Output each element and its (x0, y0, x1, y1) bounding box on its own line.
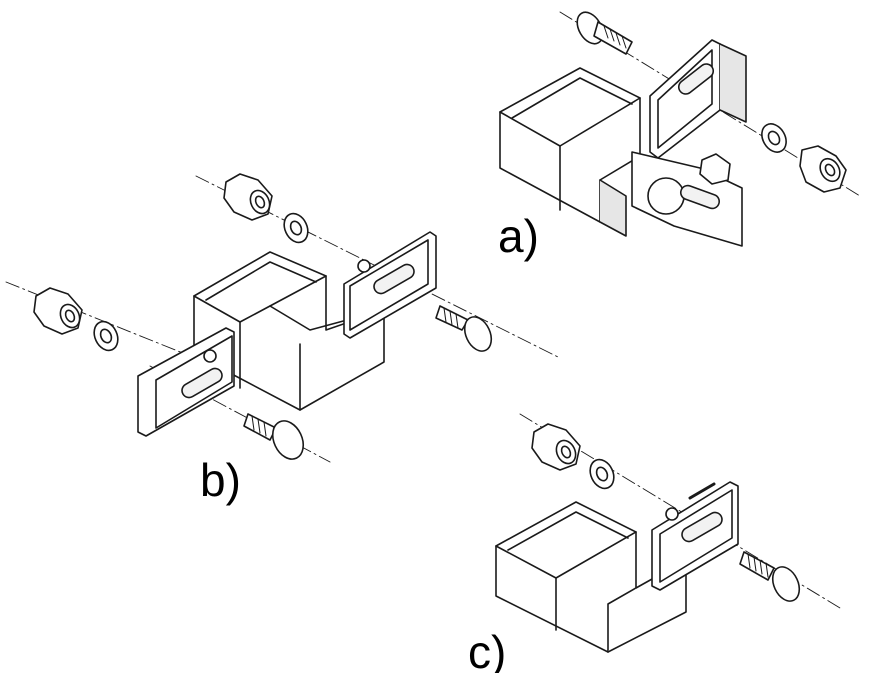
label-c: c) (468, 626, 506, 673)
slotted-bracket (343, 231, 437, 339)
assembly-c (495, 413, 841, 653)
hex-nut (531, 423, 581, 471)
carriage-bolt (243, 413, 305, 460)
hex-nut (33, 287, 83, 335)
washer (589, 458, 615, 490)
label-a: a) (498, 210, 539, 262)
label-b: b) (200, 454, 241, 506)
assembly-b (5, 173, 561, 463)
carriage-bolt (435, 305, 493, 352)
hex-nut (699, 153, 731, 185)
assembly-a (499, 11, 861, 247)
slotted-bracket (649, 39, 747, 159)
carriage-bolt (739, 551, 801, 602)
washer (761, 123, 787, 153)
double-clamp (193, 251, 385, 411)
hex-nut (223, 173, 273, 221)
slotted-bracket (651, 481, 739, 591)
washer (93, 320, 119, 352)
carriage-bolt (576, 11, 633, 55)
washer (283, 212, 309, 244)
hex-nut (799, 145, 847, 193)
square-clamp (499, 67, 641, 237)
slotted-bracket (137, 327, 235, 437)
